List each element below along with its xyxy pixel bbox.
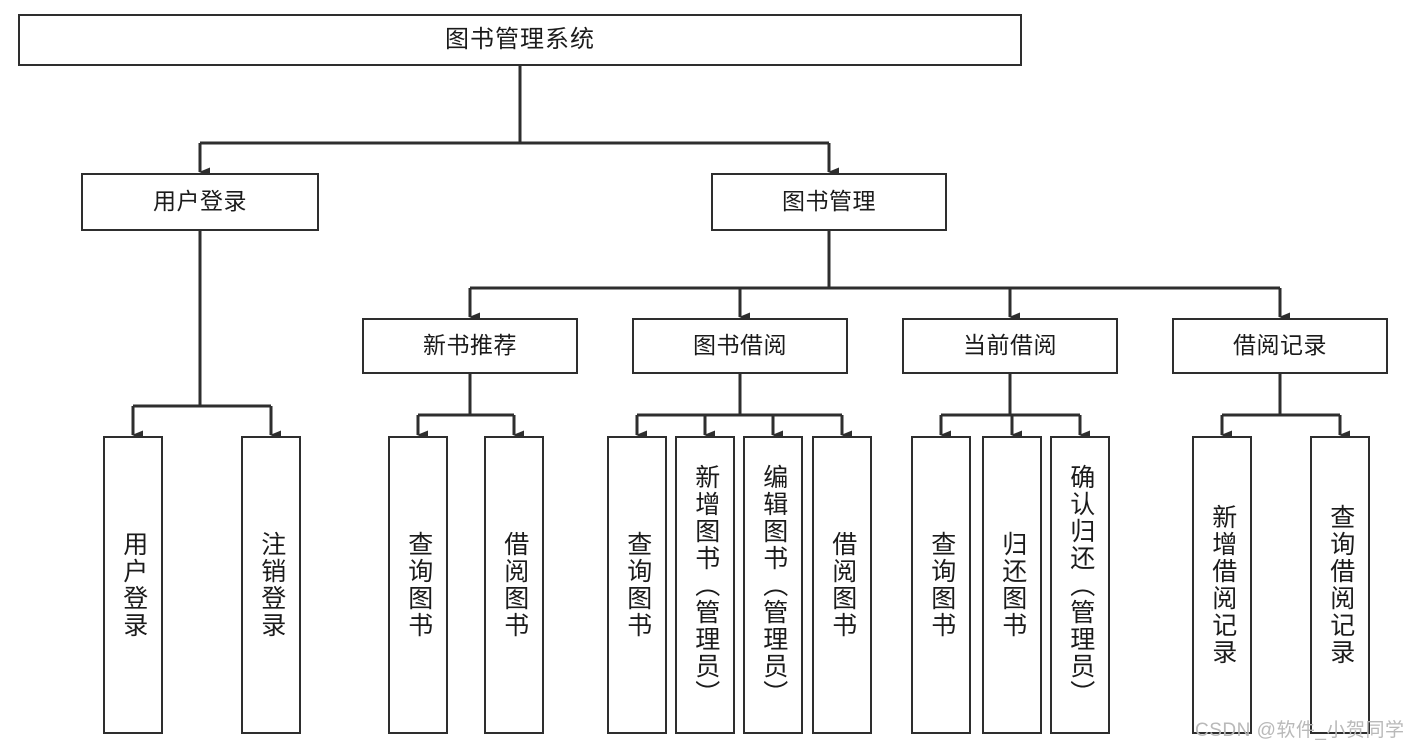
node-leaf-return-book[interactable]: 归还图书 [982, 436, 1042, 734]
node-root[interactable]: 图书管理系统 [18, 14, 1022, 66]
edge-group [131, 66, 1350, 440]
node-label-leaf-borrow-book-newbook: 借阅图书 [500, 531, 529, 639]
node-label-leaf-add-book-admin: 新增图书（管理员） [691, 463, 720, 707]
node-label-leaf-query-borrow-record: 查询借阅记录 [1326, 504, 1355, 666]
node-leaf-borrow-book-newbook[interactable]: 借阅图书 [484, 436, 544, 734]
node-label-leaf-user-login: 用户登录 [119, 531, 148, 639]
node-leaf-user-login[interactable]: 用户登录 [103, 436, 163, 734]
node-label-book-management: 图书管理 [782, 188, 876, 215]
node-leaf-edit-book-admin[interactable]: 编辑图书（管理员） [743, 436, 803, 734]
node-borrow-record[interactable]: 借阅记录 [1172, 318, 1388, 374]
node-leaf-borrow-book[interactable]: 借阅图书 [812, 436, 872, 734]
node-label-leaf-confirm-return-admin: 确认归还（管理员） [1066, 463, 1095, 707]
node-label-leaf-query-book-newbook: 查询图书 [404, 531, 433, 639]
node-label-leaf-edit-book-admin: 编辑图书（管理员） [759, 463, 788, 707]
watermark-credit: CSDN @软件_小贺同学 [1195, 720, 1405, 741]
node-label-leaf-borrow-book: 借阅图书 [828, 531, 857, 639]
node-user-login[interactable]: 用户登录 [81, 173, 319, 231]
node-label-leaf-query-book-current: 查询图书 [927, 531, 956, 639]
node-leaf-user-logout[interactable]: 注销登录 [241, 436, 301, 734]
node-book-management[interactable]: 图书管理 [711, 173, 947, 231]
node-label-new-book-recommend: 新书推荐 [423, 332, 517, 359]
node-book-borrow[interactable]: 图书借阅 [632, 318, 848, 374]
node-label-leaf-query-book-borrow: 查询图书 [623, 531, 652, 639]
node-new-book-recommend[interactable]: 新书推荐 [362, 318, 578, 374]
node-label-user-login: 用户登录 [153, 188, 247, 215]
node-leaf-confirm-return-admin[interactable]: 确认归还（管理员） [1050, 436, 1110, 734]
node-label-root: 图书管理系统 [445, 25, 595, 53]
node-label-leaf-add-borrow-record: 新增借阅记录 [1208, 504, 1237, 666]
node-label-borrow-record: 借阅记录 [1233, 332, 1327, 359]
node-leaf-add-book-admin[interactable]: 新增图书（管理员） [675, 436, 735, 734]
node-leaf-query-borrow-record[interactable]: 查询借阅记录 [1310, 436, 1370, 734]
node-leaf-query-book-newbook[interactable]: 查询图书 [388, 436, 448, 734]
node-current-borrow[interactable]: 当前借阅 [902, 318, 1118, 374]
node-leaf-query-book-borrow[interactable]: 查询图书 [607, 436, 667, 734]
node-leaf-add-borrow-record[interactable]: 新增借阅记录 [1192, 436, 1252, 734]
node-leaf-query-book-current[interactable]: 查询图书 [911, 436, 971, 734]
node-label-book-borrow: 图书借阅 [693, 332, 787, 359]
node-label-current-borrow: 当前借阅 [963, 332, 1057, 359]
node-label-leaf-user-logout: 注销登录 [257, 531, 286, 639]
node-label-leaf-return-book: 归还图书 [998, 531, 1027, 639]
